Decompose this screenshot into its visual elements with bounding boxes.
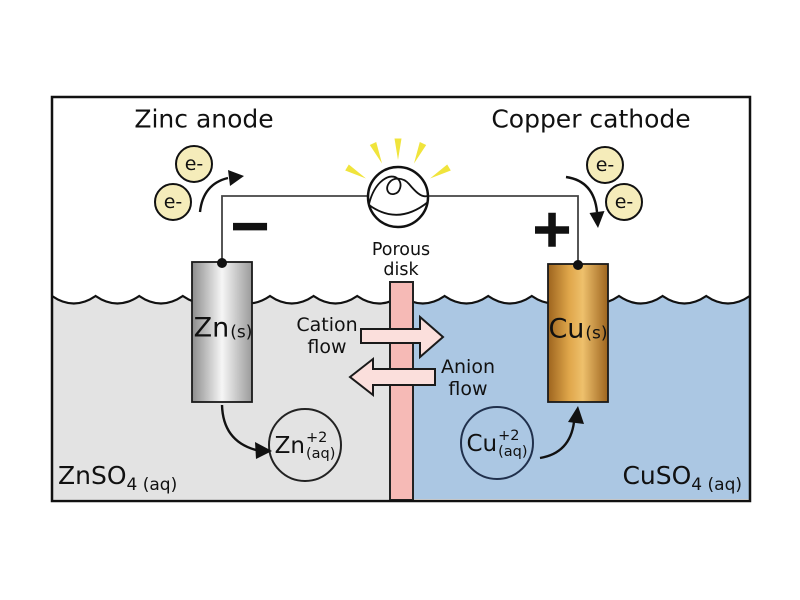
copper-ion-symbol: Cu: [466, 431, 498, 457]
zinc-sulfate-label: ZnSO4 (aq): [58, 461, 177, 495]
copper-ion-label: Cu+2(aq): [466, 428, 527, 460]
zinc-symbol: Zn: [193, 312, 230, 344]
zinc-ion-circle: [268, 408, 342, 482]
bulb-filament-arc: [368, 201, 429, 216]
electron-circle: [586, 146, 624, 184]
cation-flow-label: Cation flow: [296, 314, 358, 359]
anion-flow-label: Anion flow: [441, 356, 495, 401]
copper-electrode-label: Cu(s): [548, 314, 607, 345]
porous-disk-label: Porous disk: [372, 240, 430, 280]
positive-terminal-sign: +: [529, 198, 574, 260]
wire-right: [428, 195, 579, 264]
zinc-ion-label: Zn+2(aq): [275, 430, 336, 462]
electron-circle: [175, 145, 213, 183]
anion-flow-arrow: [348, 356, 436, 398]
copper-ion-circle: [460, 406, 534, 480]
terminal-dot-right: [573, 260, 583, 270]
light-rays: [345, 138, 451, 179]
zinc-sulfate-subscript: 4 (aq): [126, 475, 178, 495]
copper-sulfate-label: CuSO4 (aq): [622, 461, 742, 495]
light-ray: [394, 138, 402, 160]
electron-label: e-: [595, 154, 615, 176]
oxidation-arrowhead: [255, 442, 272, 459]
bulb-glass: [366, 165, 430, 229]
terminal-dot-left: [217, 258, 227, 268]
light-ray: [345, 164, 366, 179]
anion-flow-line1: Anion: [441, 356, 495, 379]
reduction-arrow: [539, 421, 576, 460]
light-ray: [414, 142, 427, 164]
cation-flow-arrow: [360, 314, 445, 360]
copper-ion-state: (aq): [498, 444, 528, 460]
wire-left: [221, 195, 368, 262]
electron-arrow-right: [565, 175, 599, 213]
electron-bubbles: [154, 145, 643, 221]
reduction-arrowhead: [568, 406, 584, 424]
electron-arrowhead-right: [589, 211, 605, 228]
electron-circle: [154, 183, 192, 221]
porous-disk-label-line2: disk: [383, 260, 419, 280]
copper-sulfate-subscript: 4 (aq): [691, 475, 742, 495]
copper-cathode-title: Copper cathode: [491, 104, 691, 134]
zinc-ion-charge: +2: [305, 429, 328, 446]
copper-state: (s): [585, 323, 608, 344]
electron-label: e-: [614, 191, 634, 213]
zinc-electrode-label: Zn(s): [194, 313, 253, 344]
zinc-sulfate-formula: ZnSO: [58, 461, 127, 490]
copper-ion-charge: +2: [498, 427, 520, 444]
copper-symbol: Cu: [548, 313, 585, 345]
electron-arrow-left: [198, 176, 229, 213]
electron-label: e-: [163, 191, 183, 213]
cation-flow-line2: flow: [307, 336, 347, 358]
zinc-state: (s): [230, 322, 253, 343]
copper-sulfate-formula: CuSO: [622, 461, 692, 490]
zinc-ion-state: (aq): [305, 446, 336, 462]
zinc-anode-title: Zinc anode: [134, 104, 274, 134]
porous-disk: [389, 281, 414, 501]
anion-flow-line2: flow: [448, 378, 488, 400]
zinc-ion-symbol: Zn: [274, 433, 305, 459]
light-ray: [430, 164, 451, 179]
electron-label: e-: [184, 153, 204, 175]
porous-disk-label-line1: Porous: [371, 239, 431, 260]
electron-circle: [605, 183, 643, 221]
bulb-filament: [368, 175, 428, 205]
oxidation-arrow: [220, 404, 257, 452]
electron-arrowhead-left: [228, 170, 244, 186]
negative-terminal-sign: −: [227, 195, 272, 257]
diagram-border: [50, 95, 752, 503]
cation-flow-line1: Cation: [296, 314, 358, 337]
light-ray: [369, 142, 382, 164]
